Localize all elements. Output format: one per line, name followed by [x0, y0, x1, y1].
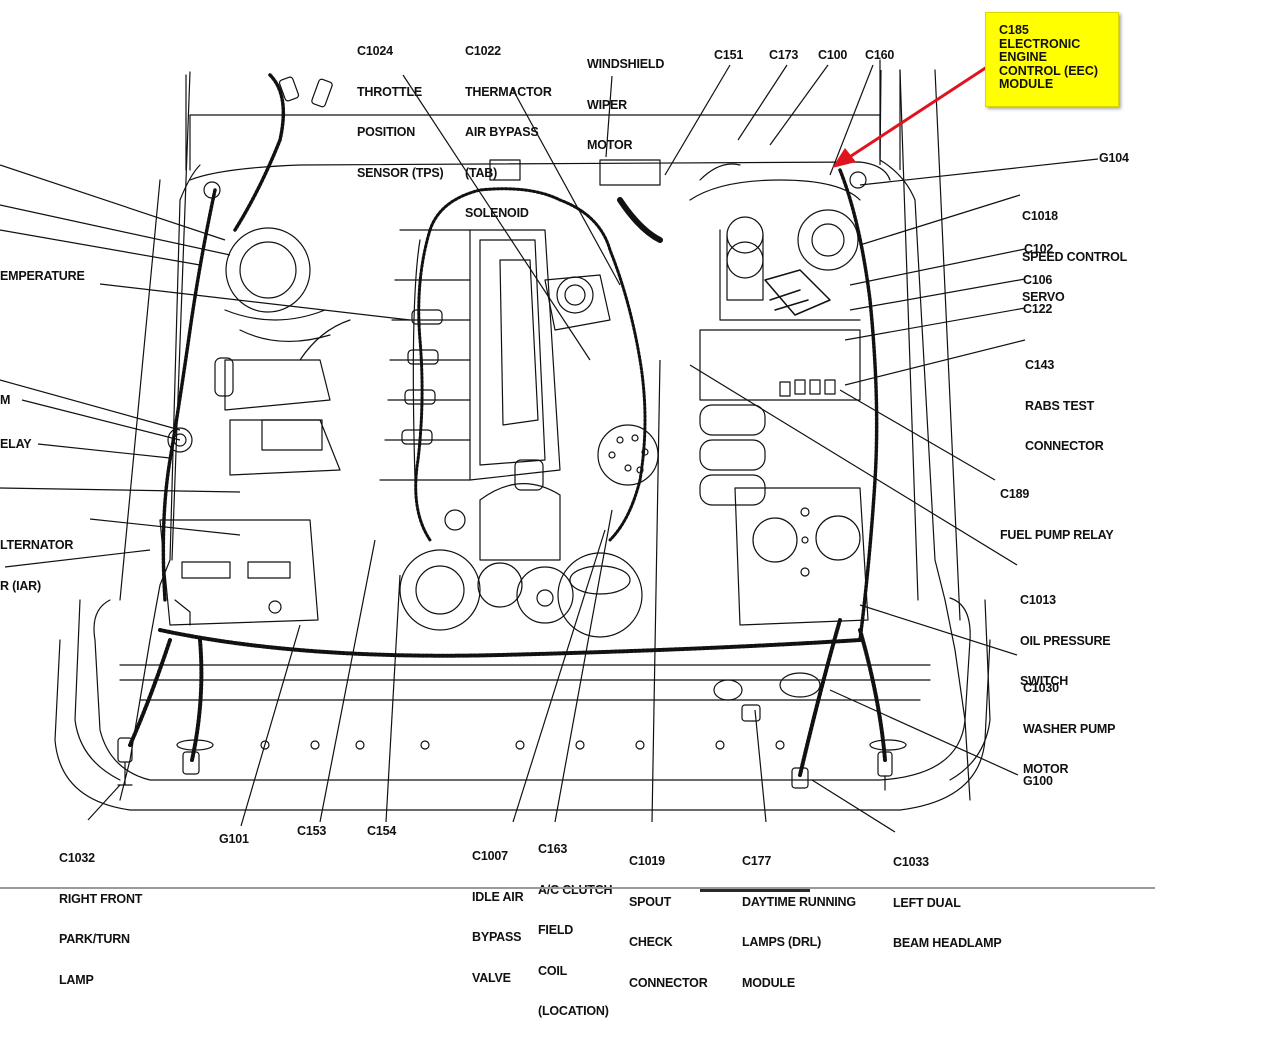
label-alternator: LTERNATOR R (IAR): [0, 538, 74, 593]
label-temperature: EMPERATURE: [0, 269, 85, 283]
label-relay: ELAY: [0, 437, 32, 451]
label-c100: C100: [818, 48, 848, 62]
right-fender: [879, 159, 971, 801]
page-bottom-border: [0, 887, 1155, 889]
label-g101: G101: [219, 832, 249, 846]
label-c173: C173: [769, 48, 799, 62]
label-c177: C177 DAYTIME RUNNING LAMPS (DRL) MODULE: [742, 854, 856, 990]
label-c163: C163 A/C CLUTCH FIELD COIL (LOCATION): [538, 842, 613, 1018]
label-c1007: C1007 IDLE AIR BYPASS VALVE: [472, 849, 524, 985]
label-c106: C106: [1023, 273, 1053, 287]
bumper: [54, 639, 991, 811]
label-c1018: C1018 SPEED CONTROL SERVO: [1022, 209, 1128, 304]
battery: [159, 519, 319, 626]
label-c151: C151: [714, 48, 744, 62]
distributor: [597, 424, 659, 486]
label-c1013: C1013 OIL PRESSURE SWITCH: [1020, 593, 1111, 688]
engine-compartment-diagram: C185 ELECTRONIC ENGINE CONTROL (EEC) MOD…: [0, 12, 1155, 1018]
eec-module-callout-text: C185 ELECTRONIC ENGINE CONTROL (EEC) MOD…: [999, 23, 1099, 91]
intake-plenum: [469, 229, 561, 481]
label-c1030: C1030 WASHER PUMP MOTOR: [1023, 681, 1116, 776]
label-c1022: C1022 THERMACTOR AIR BYPASS (TAB) SOLENO…: [465, 44, 552, 220]
label-g100: G100: [1023, 774, 1053, 788]
label-c122: C122: [1023, 302, 1053, 316]
label-c1032: C1032 RIGHT FRONT PARK/TURN LAMP: [59, 851, 143, 987]
washer-reservoir: [734, 487, 869, 626]
label-g104: G104: [1099, 151, 1129, 165]
label-c1033: C1033 LEFT DUAL BEAM HEADLAMP: [893, 855, 1002, 950]
radiator-support: [93, 597, 971, 781]
left-fender: [119, 164, 201, 801]
label-c143: C143 RABS TEST CONNECTOR: [1025, 358, 1104, 453]
engine-bay-drawing: [0, 59, 1099, 833]
highlight-arrow: [832, 63, 991, 168]
label-windshield-wiper-motor: WINDSHIELD WIPER MOTOR: [587, 57, 665, 152]
label-m: M: [0, 393, 11, 407]
eec-module-callout: C185 ELECTRONIC ENGINE CONTROL (EEC) MOD…: [985, 12, 1119, 107]
label-c160: C160: [865, 48, 895, 62]
page-bottom-mark: [700, 889, 810, 892]
leader-lines: [0, 64, 1099, 833]
label-c1019: C1019 SPOUT CHECK CONNECTOR: [629, 854, 708, 990]
label-c189: C189 FUEL PUMP RELAY: [1000, 487, 1114, 542]
label-c102: C102: [1024, 242, 1054, 256]
label-c153: C153: [297, 824, 327, 838]
label-c154: C154: [367, 824, 397, 838]
label-c1024: C1024 THROTTLE POSITION SENSOR (TPS): [357, 44, 444, 180]
